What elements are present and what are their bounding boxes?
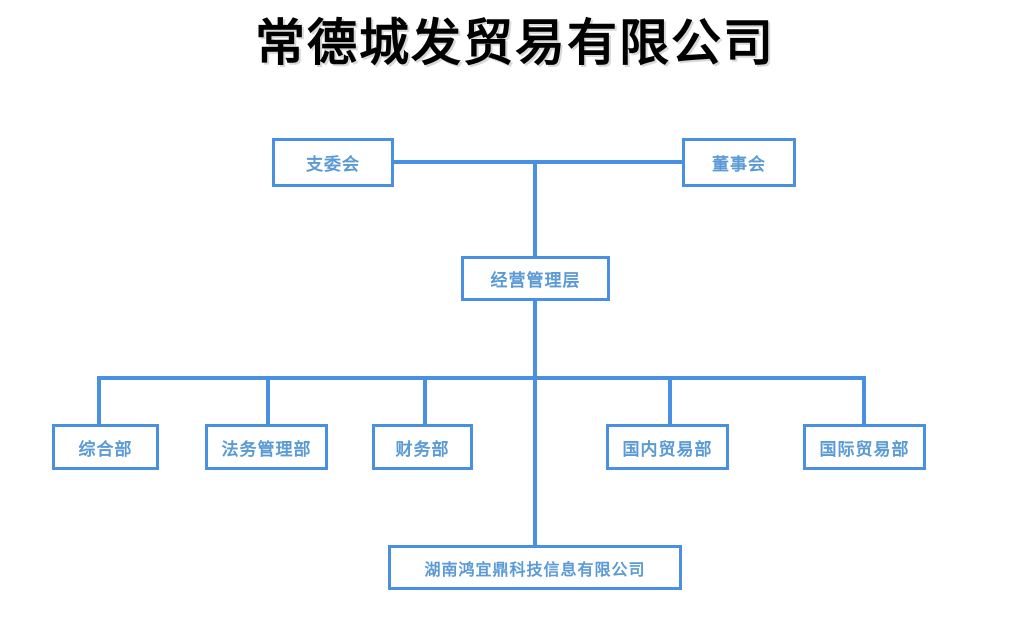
node-party-committee-label: 支委会 (306, 155, 360, 174)
node-board-of-directors-label: 董事会 (712, 155, 766, 174)
page-title: 常德城发贸易有限公司 (255, 15, 775, 71)
node-party-committee[interactable]: 支委会 (272, 138, 394, 187)
node-department-3[interactable]: 财务部 (372, 424, 473, 470)
connector-management-to-bus (533, 300, 537, 380)
node-subsidiary-label: 湖南鸿宜鼎科技信息有限公司 (424, 561, 646, 579)
node-department-4[interactable]: 国内贸易部 (606, 424, 729, 470)
node-management-label: 经营管理层 (490, 271, 581, 290)
node-department-5-label: 国际贸易部 (819, 439, 910, 459)
connector-bus-to-subsidiary (533, 376, 537, 545)
node-department-5[interactable]: 国际贸易部 (803, 424, 926, 470)
connector-bus-to-dept-2 (266, 376, 270, 424)
connector-department-bus (97, 376, 866, 380)
node-department-3-label: 财务部 (395, 439, 450, 459)
node-department-2[interactable]: 法务管理部 (205, 424, 328, 470)
node-department-1[interactable]: 综合部 (52, 424, 159, 470)
connector-bus-to-dept-5 (862, 376, 866, 424)
connector-bus-to-dept-4 (668, 376, 672, 424)
connector-bus-to-dept-3 (423, 376, 427, 424)
connector-level1-to-management (533, 160, 537, 258)
node-department-4-label: 国内贸易部 (622, 439, 713, 459)
node-management[interactable]: 经营管理层 (461, 256, 610, 301)
node-subsidiary[interactable]: 湖南鸿宜鼎科技信息有限公司 (388, 545, 682, 590)
connector-level1-horizontal (392, 160, 684, 164)
node-board-of-directors[interactable]: 董事会 (682, 138, 796, 187)
node-department-1-label: 综合部 (78, 439, 133, 459)
node-department-2-label: 法务管理部 (221, 439, 312, 459)
connector-bus-to-dept-1 (97, 376, 101, 424)
